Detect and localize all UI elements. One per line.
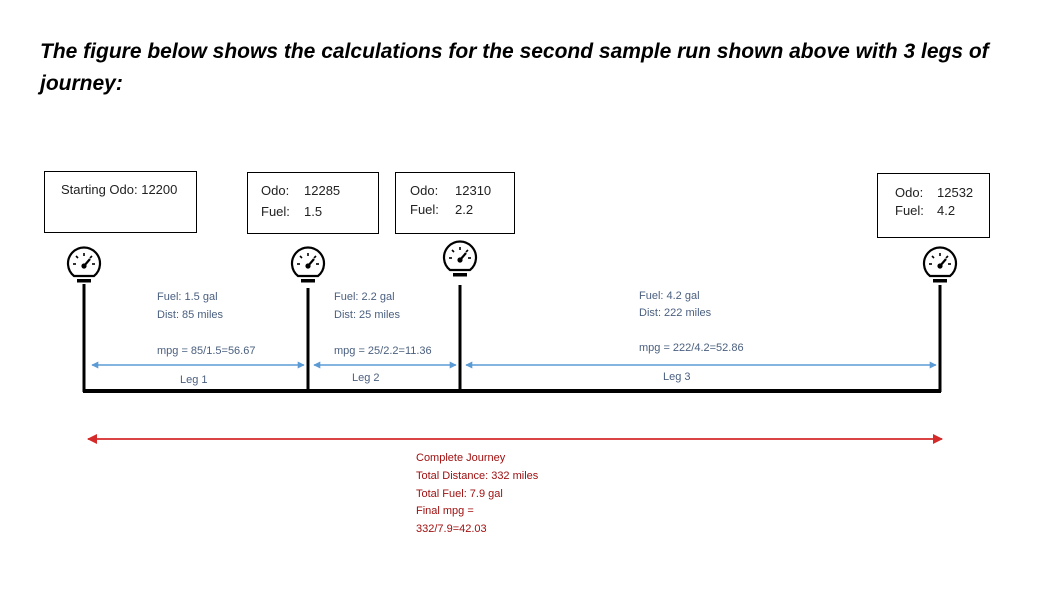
leg-1-fuel: Fuel: 1.5 gal [157,291,218,303]
checkpoint-box-2: Odo: 12310 Fuel: 2.2 [395,172,515,234]
gauge-icon [922,246,958,284]
journey-total-fuel: Total Fuel: 7.9 gal [416,487,503,500]
fuel-label: Fuel: [410,202,439,217]
leg-2-dist: Dist: 25 miles [334,309,401,321]
fuel-label: Fuel: [895,203,924,218]
leg-3-dist: Dist: 222 miles [639,307,712,319]
gauge-icon [66,246,102,284]
odo-label: Odo: [410,183,439,198]
journey-final-mpg-calc: 332/7.9=42.03 [416,523,487,536]
fuel-value: 1.5 [304,204,323,219]
leg-2-name: Leg 2 [352,372,380,384]
odo-label: Odo: [895,185,924,200]
checkpoint-box-start: Starting Odo: 12200 [44,171,197,233]
journey-final-mpg-label: Final mpg = [416,505,474,518]
gauge-icon [290,246,326,284]
leg-2-fuel: Fuel: 2.2 gal [334,291,395,303]
figure-caption: The figure below shows the calculations … [40,36,1000,100]
starting-odo-label: Starting Odo: 12200 [61,182,178,197]
leg-2-mpg: mpg = 25/2.2=11.36 [334,345,432,357]
odo-label: Odo: [261,183,290,198]
fuel-value: 4.2 [937,203,956,218]
odo-value: 12310 [455,183,492,198]
journey-summary: Complete Journey Total Distance: 332 mil… [416,450,538,539]
leg-3-fuel: Fuel: 4.2 gal [639,290,700,302]
fuel-value: 2.2 [455,202,474,217]
leg-1-dist: Dist: 85 miles [157,309,224,321]
journey-title: Complete Journey [416,452,506,464]
odo-value: 12532 [937,185,974,200]
leg-3-mpg: mpg = 222/4.2=52.86 [639,342,744,354]
gauge-icon [442,240,478,278]
leg-3-name: Leg 3 [663,371,691,383]
leg-1-name: Leg 1 [180,374,208,386]
checkpoint-box-1: Odo: 12285 Fuel: 1.5 [247,172,379,234]
journey-total-distance: Total Distance: 332 miles [416,469,539,482]
caption-line-2: journey: [40,72,123,95]
odo-value: 12285 [304,183,341,198]
checkpoint-box-3: Odo: 12532 Fuel: 4.2 [877,173,990,238]
caption-line-1: The figure below shows the calculations … [40,40,989,63]
leg-1-mpg: mpg = 85/1.5=56.67 [157,345,256,357]
fuel-label: Fuel: [261,204,290,219]
